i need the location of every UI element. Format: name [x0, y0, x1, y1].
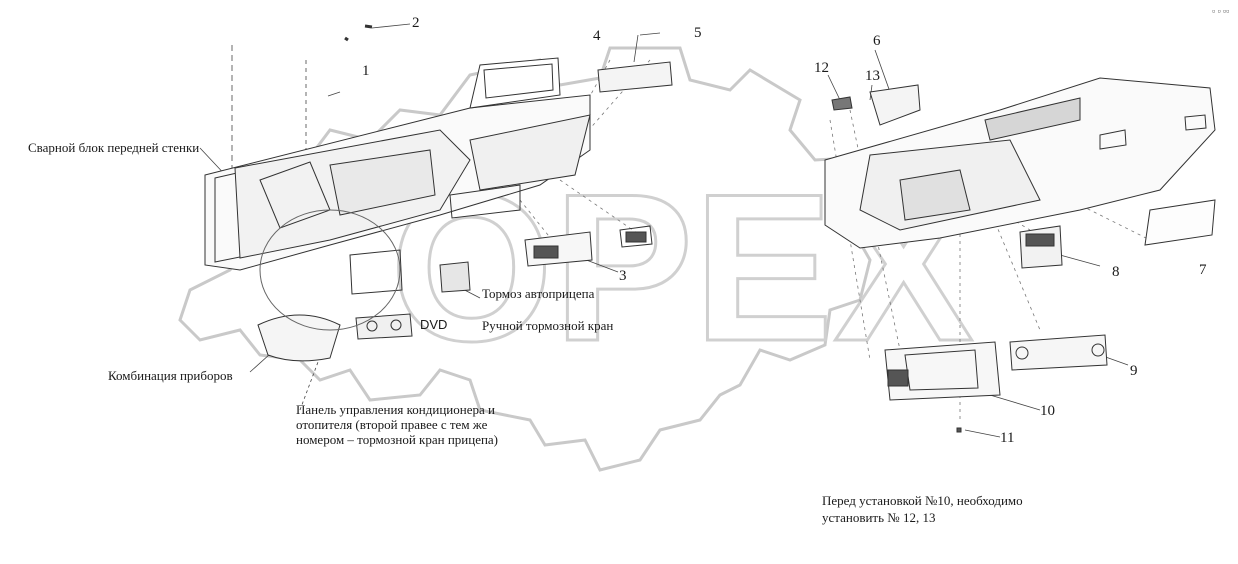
label-hand-brake-valve: Ручной тормозной кран: [482, 318, 614, 333]
label-climate-panel-line2: отопителя (второй правее с тем же: [296, 417, 488, 432]
part-number-9: 9: [1130, 363, 1138, 379]
part-number-11: 11: [1000, 430, 1015, 446]
part-number-2: 2: [412, 15, 420, 31]
part-number-8: 8: [1112, 264, 1120, 280]
label-climate-panel-line1: Панель управления кондиционера и: [296, 402, 495, 417]
installation-note-line1: Перед установкой №10, необходимо: [822, 493, 1023, 508]
corner-mark: ▫ ▫ ▫▫: [1212, 6, 1230, 16]
part-number-3: 3: [619, 268, 627, 284]
label-dvd: DVD: [420, 317, 448, 332]
label-climate-panel-line3: номером – тормозной кран прицепа): [296, 432, 499, 447]
label-instrument-cluster: Комбинация приборов: [108, 368, 233, 383]
installation-note-line2: установить № 12, 13: [822, 510, 936, 525]
label-front-wall-welded-block: Сварной блок передней стенки: [28, 140, 200, 155]
part-number-10: 10: [1040, 403, 1055, 419]
left-dashboard-assembly: [204, 24, 673, 362]
part-number-12: 12: [814, 60, 829, 76]
part-number-13: 13: [865, 68, 880, 84]
right-dashboard-assembly: [824, 77, 1216, 433]
part-number-1: 1: [362, 63, 370, 79]
label-trailer-brake: Тормоз автоприцепа: [482, 286, 595, 301]
part-number-7: 7: [1199, 262, 1207, 278]
part-number-6: 6: [873, 33, 881, 49]
part-number-5: 5: [694, 25, 702, 41]
part-number-4: 4: [593, 28, 601, 44]
